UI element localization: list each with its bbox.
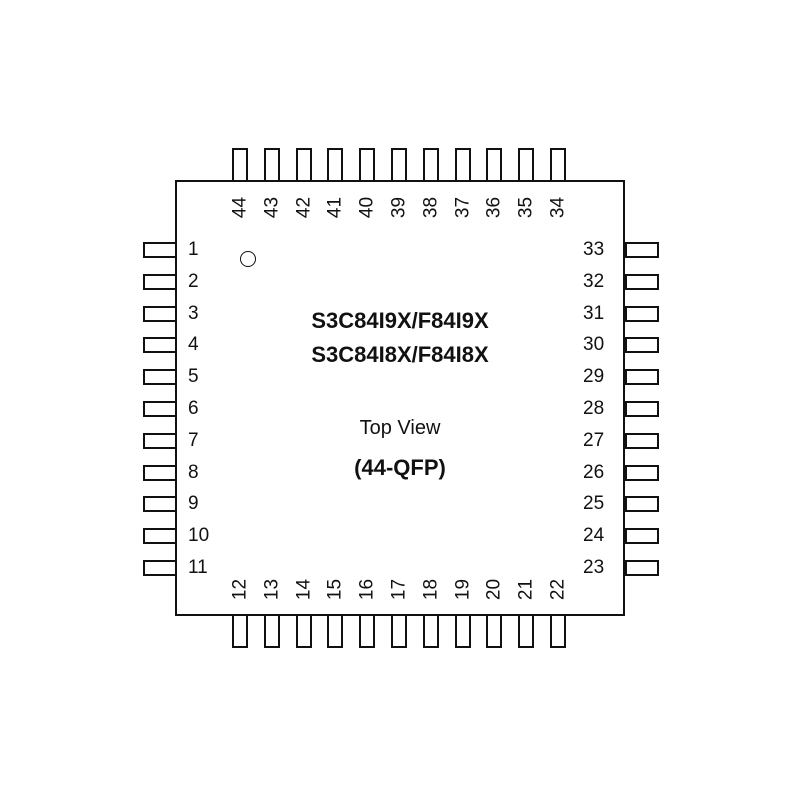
pin-label-7: 7 — [188, 429, 199, 451]
pin-34 — [550, 148, 566, 182]
pin-label-27: 27 — [583, 429, 605, 451]
pin-label-36: 36 — [483, 196, 505, 219]
pin-26 — [625, 464, 659, 481]
pin-17 — [391, 614, 407, 648]
pin-18 — [422, 614, 439, 648]
pin-7 — [143, 432, 177, 449]
pin-24 — [625, 528, 659, 545]
pin-label-43: 43 — [261, 196, 283, 219]
pin-label-6: 6 — [188, 398, 199, 419]
pin-4 — [143, 337, 177, 354]
pin1-marker-icon — [240, 251, 256, 267]
pin-42 — [295, 148, 312, 182]
pin-label-3: 3 — [188, 302, 199, 324]
package-label: (44-QFP) — [354, 455, 446, 480]
pin-6 — [143, 401, 177, 417]
pin-label-39: 39 — [388, 196, 410, 219]
pin-38 — [422, 148, 439, 182]
pin-label-5: 5 — [188, 366, 199, 388]
pin-label-2: 2 — [188, 270, 199, 292]
pin-39 — [391, 148, 407, 182]
pin-label-16: 16 — [356, 578, 378, 601]
pin-32 — [625, 273, 659, 290]
pin-28 — [625, 401, 659, 417]
pin-label-40: 40 — [356, 196, 378, 219]
pin-13 — [263, 614, 280, 648]
view-label: Top View — [359, 417, 441, 439]
pin-label-28: 28 — [583, 398, 605, 419]
pin-label-33: 33 — [583, 239, 605, 260]
pin-27 — [625, 432, 659, 449]
pin-16 — [359, 614, 376, 648]
pin-label-18: 18 — [420, 578, 442, 601]
pin-label-19: 19 — [452, 578, 474, 601]
pin-3 — [143, 305, 177, 322]
pin-label-11: 11 — [188, 557, 208, 578]
pin-label-34: 34 — [547, 196, 569, 219]
pin-label-22: 22 — [547, 578, 569, 601]
pin-14 — [295, 614, 312, 648]
pin-40 — [359, 148, 376, 182]
pin-23 — [625, 560, 659, 576]
pin-label-26: 26 — [583, 461, 605, 483]
pin-2 — [143, 273, 177, 290]
pin-label-13: 13 — [261, 578, 283, 601]
pin-1 — [143, 242, 177, 258]
pin-label-30: 30 — [583, 334, 605, 356]
pin-label-37: 37 — [452, 196, 474, 219]
pin-label-38: 38 — [420, 196, 442, 219]
pin-label-32: 32 — [583, 270, 605, 292]
pin-label-15: 15 — [324, 578, 346, 601]
pin-20 — [486, 614, 503, 648]
pin-label-41: 41 — [324, 196, 346, 219]
pin-33 — [625, 242, 659, 258]
pin-label-9: 9 — [188, 493, 199, 515]
pin-label-4: 4 — [188, 334, 199, 356]
pin-label-25: 25 — [583, 493, 605, 515]
pin-31 — [625, 305, 659, 322]
pin-label-20: 20 — [483, 578, 505, 601]
pin-25 — [625, 496, 659, 513]
pin-label-24: 24 — [583, 525, 605, 547]
pin-12 — [232, 614, 248, 648]
pin-label-29: 29 — [583, 366, 605, 388]
chip-body — [175, 180, 625, 616]
pin-label-1: 1 — [188, 239, 199, 260]
pin-41 — [327, 148, 344, 182]
pin-10 — [143, 528, 177, 545]
pin-label-8: 8 — [188, 461, 199, 483]
pin-36 — [486, 148, 503, 182]
pin-label-12: 12 — [229, 578, 251, 601]
pin-5 — [143, 369, 177, 386]
pin-21 — [518, 614, 535, 648]
pin-label-14: 14 — [293, 578, 315, 601]
pin-30 — [625, 337, 659, 354]
part-name-line-1: S3C84I9X/F84I9X — [311, 308, 489, 333]
pin-29 — [625, 369, 659, 386]
pin-43 — [263, 148, 280, 182]
pin-8 — [143, 464, 177, 481]
pin-label-35: 35 — [515, 196, 537, 219]
pin-37 — [454, 148, 471, 182]
pin-44 — [232, 148, 248, 182]
pin-label-42: 42 — [293, 196, 315, 219]
part-name-line-2: S3C84I8X/F84I8X — [311, 342, 489, 367]
pin-label-23: 23 — [583, 557, 605, 578]
pin-label-17: 17 — [388, 578, 410, 601]
pin-11 — [143, 560, 177, 576]
pin-label-31: 31 — [583, 302, 605, 324]
pin-label-21: 21 — [515, 578, 537, 601]
pin-9 — [143, 496, 177, 513]
pin-15 — [327, 614, 344, 648]
pin-label-44: 44 — [229, 196, 251, 219]
pin-22 — [550, 614, 566, 648]
pin-label-10: 10 — [188, 525, 210, 547]
pin-35 — [518, 148, 535, 182]
pin-19 — [454, 614, 471, 648]
